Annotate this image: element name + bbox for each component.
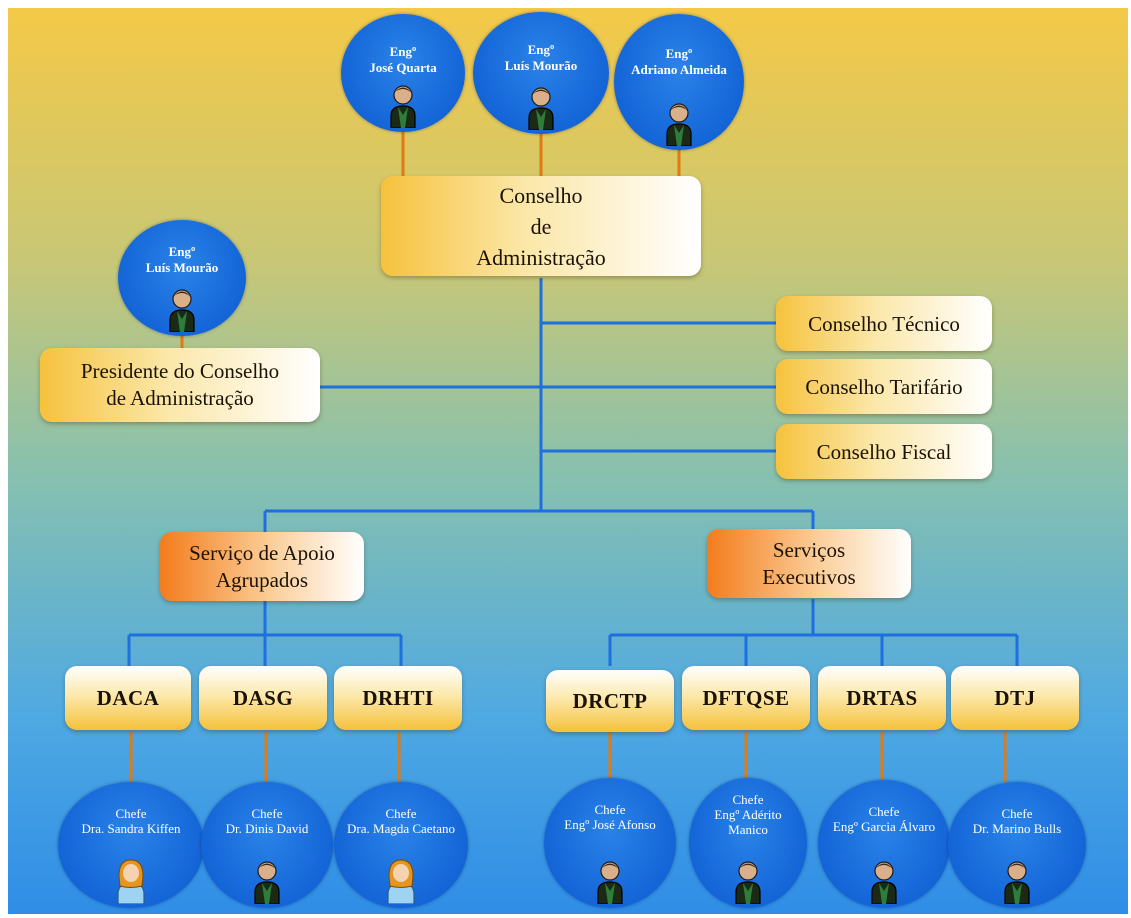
council-tecnico-label: Conselho Técnico	[808, 311, 960, 336]
dept-drctp[interactable]: DRCTP	[546, 670, 674, 732]
president-title: Engº	[168, 244, 196, 259]
dept-drtas-label: DRTAS	[846, 685, 918, 710]
chief-dftqse-title: Chefe	[732, 792, 764, 807]
dept-drctp-label: DRCTP	[572, 688, 648, 713]
chief-dasg-title: Chefe	[251, 806, 283, 821]
chief-dasg-name: Dr. Dinis David	[225, 821, 309, 836]
man-icon	[666, 103, 692, 146]
man-icon	[390, 85, 416, 128]
board-label: Conselho de Administração	[476, 182, 606, 270]
dept-dftqse[interactable]: DFTQSE	[682, 666, 810, 730]
council-tarifario-label: Conselho Tarifário	[805, 374, 963, 399]
board-member-2-name: Luís Mourão	[504, 58, 578, 73]
council-tarifario[interactable]: Conselho Tarifário	[776, 359, 992, 414]
man-icon	[528, 87, 554, 130]
president-node[interactable]: Presidente do Conselho de Administração	[40, 348, 320, 422]
council-fiscal-label: Conselho Fiscal	[816, 439, 952, 464]
man-icon	[1004, 861, 1030, 904]
dept-dtj-label: DTJ	[994, 685, 1036, 710]
chief-drhti-name: Dra. Magda Caetano	[347, 821, 455, 836]
president-label: Presidente do Conselho de Administração	[80, 359, 280, 410]
council-fiscal[interactable]: Conselho Fiscal	[776, 424, 992, 479]
dept-daca-label: DACA	[96, 685, 160, 710]
man-icon	[597, 861, 623, 904]
woman-icon	[387, 859, 415, 904]
board-member-3-name: Adriano Almeida	[631, 62, 727, 77]
chief-daca-name: Dra. Sandra Kiffen	[81, 821, 181, 836]
dept-drtas[interactable]: DRTAS	[818, 666, 946, 730]
group-apoio-label: Serviço de Apoio Agrupados	[189, 540, 335, 592]
chief-dtj-title: Chefe	[1001, 806, 1033, 821]
dept-dtj[interactable]: DTJ	[951, 666, 1079, 730]
board-member-1-name: José Quarta	[369, 60, 437, 75]
board-member-2-title: Engº	[527, 42, 555, 57]
dept-dftqse-label: DFTQSE	[702, 685, 790, 710]
chief-drctp-name: Engº José Afonso	[564, 817, 656, 832]
man-icon	[871, 861, 897, 904]
president-name: Luís Mourão	[145, 260, 219, 275]
dept-drhti[interactable]: DRHTI	[334, 666, 462, 730]
man-icon	[735, 861, 761, 904]
board-node[interactable]: Conselho de Administração	[381, 176, 701, 276]
chief-daca-title: Chefe	[115, 806, 147, 821]
dept-drhti-label: DRHTI	[362, 685, 434, 710]
man-icon	[254, 861, 280, 904]
chief-drctp-title: Chefe	[594, 802, 626, 817]
group-executivos-label: Serviços Executivos	[762, 537, 856, 589]
chief-drtas-title: Chefe	[868, 804, 900, 819]
dept-dasg-label: DASG	[232, 685, 294, 710]
chief-dftqse-name: Engº Adérito Manico	[714, 807, 782, 837]
board-member-1-title: Engº	[389, 44, 417, 59]
board-member-3-title: Engº	[665, 46, 693, 61]
chief-drhti-title: Chefe	[385, 806, 417, 821]
group-executivos[interactable]: Serviços Executivos	[707, 529, 911, 598]
council-tecnico[interactable]: Conselho Técnico	[776, 296, 992, 351]
man-icon	[169, 289, 195, 332]
group-apoio[interactable]: Serviço de Apoio Agrupados	[160, 532, 364, 601]
chief-drtas-name: Engº Garcia Álvaro	[832, 819, 936, 834]
woman-icon	[117, 859, 145, 904]
dept-daca[interactable]: DACA	[65, 666, 191, 730]
dept-dasg[interactable]: DASG	[199, 666, 327, 730]
chief-dtj-name: Dr. Marino Bulls	[972, 821, 1062, 836]
